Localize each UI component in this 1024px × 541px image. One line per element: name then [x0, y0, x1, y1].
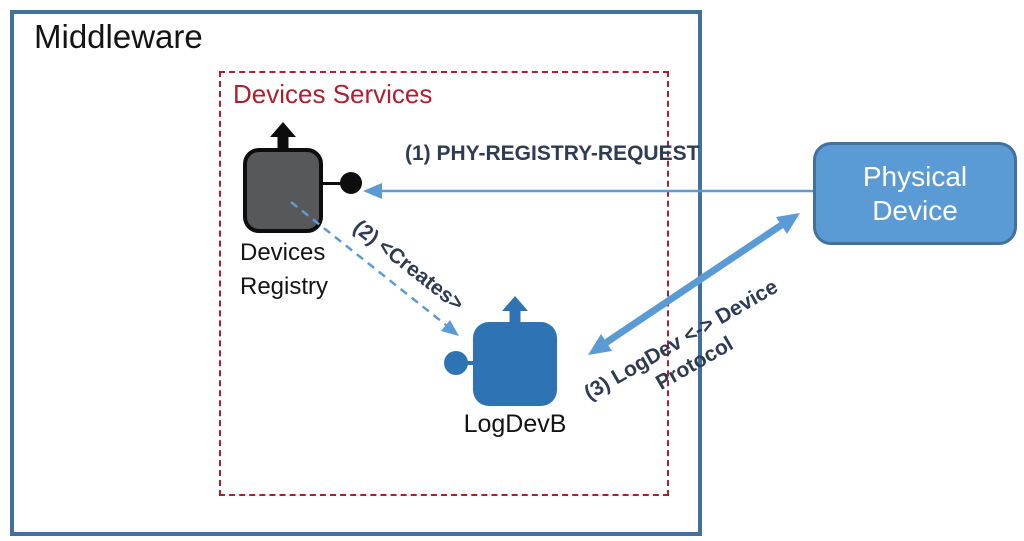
- devices-registry-node: Devices Registry: [238, 118, 378, 318]
- up-arrow-shape: [270, 122, 296, 152]
- arrow-protocol-head-right: [776, 213, 800, 234]
- interface-stick: [464, 361, 476, 365]
- up-arrow-icon: [502, 296, 528, 326]
- provided-interface-lollipop-icon: [340, 172, 362, 194]
- up-arrow-shape: [502, 296, 528, 326]
- devices-services-title: Devices Services: [233, 79, 433, 109]
- up-arrow-icon: [270, 122, 296, 152]
- devices-registry-component-icon: [243, 148, 323, 233]
- logdevb-label: LogDevB: [463, 410, 567, 438]
- devices-registry-label: Devices Registry: [240, 239, 329, 300]
- interface-stick: [323, 182, 341, 185]
- logdevb-component-icon: [473, 322, 557, 406]
- middleware-title: Middleware: [34, 18, 203, 55]
- physical-device-box: Physical Device: [813, 142, 1017, 245]
- physical-device-label: Physical Device: [862, 160, 968, 226]
- logdevb-node: LogDevB: [444, 292, 594, 442]
- arrow-label-phy-registry-request: (1) PHY-REGISTRY-REQUEST: [405, 142, 700, 165]
